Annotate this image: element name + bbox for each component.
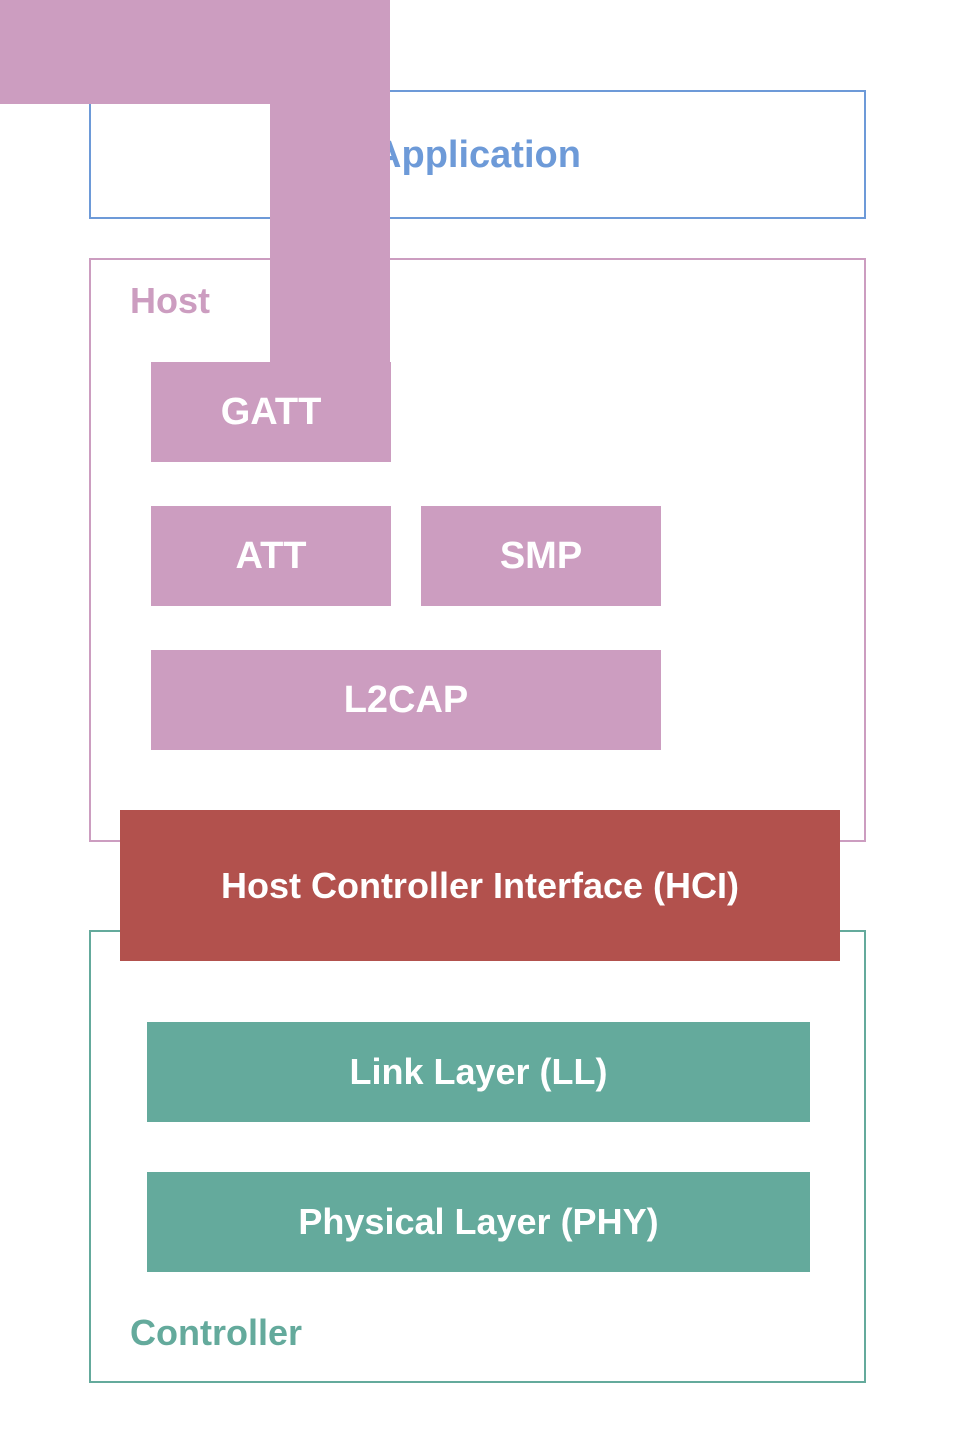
block-gap: GAP (574, 391, 658, 433)
application-layer-box (89, 90, 866, 219)
block-host-controller-interface: Host Controller Interface (HCI) (120, 810, 840, 961)
controller-layer-label: Controller (130, 1312, 303, 1353)
block-smp: SMP (421, 506, 661, 606)
application-layer-label: Application (374, 133, 581, 176)
block-l2cap: L2CAP (151, 650, 661, 750)
block-att: ATT (151, 506, 391, 606)
host-layer-label: Host (130, 280, 210, 321)
block-link-layer: Link Layer (LL) (147, 1022, 810, 1122)
block-physical-layer: Physical Layer (PHY) (147, 1172, 810, 1272)
